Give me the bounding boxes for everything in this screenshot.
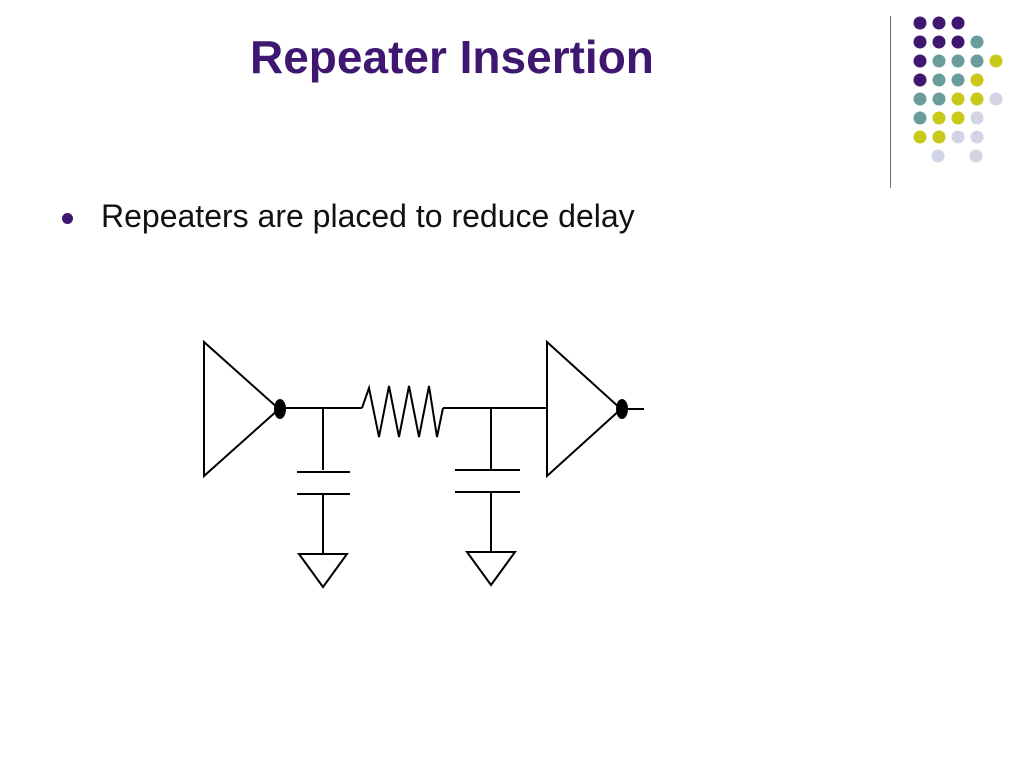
bullet-item: Repeaters are placed to reduce delay [62,198,635,235]
driver-output-bubble [274,399,286,419]
receiver-output-bubble [616,399,628,419]
bullet-dot-icon [62,213,73,224]
receiver-buffer [546,339,623,479]
ground-2-icon [465,551,517,587]
bullet-list: Repeaters are placed to reduce delay [62,198,635,235]
ground-1-icon [297,553,349,589]
driver-buffer [203,339,281,479]
bullet-text: Repeaters are placed to reduce delay [101,198,635,234]
header-divider [890,16,891,188]
resistor [361,384,444,438]
slide-title: Repeater Insertion [250,31,654,83]
